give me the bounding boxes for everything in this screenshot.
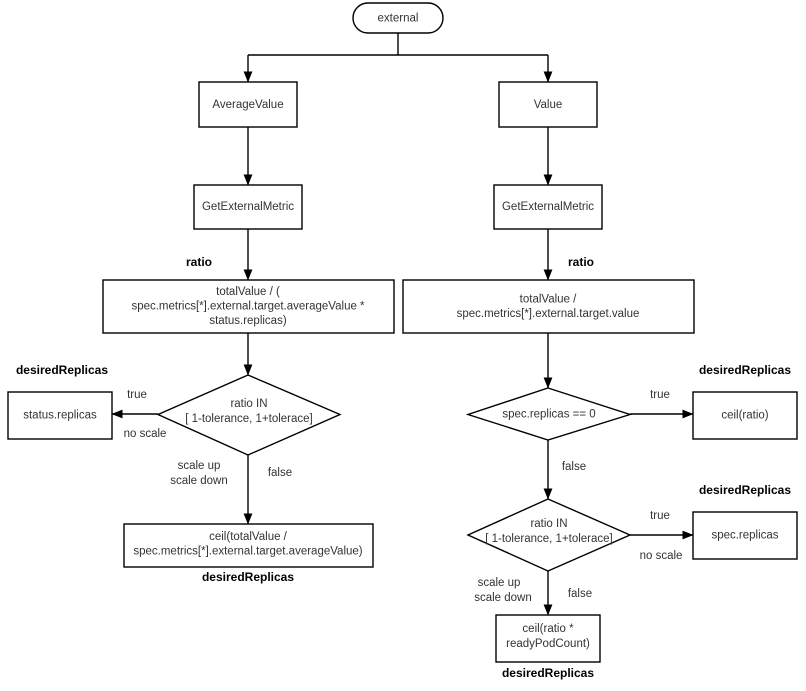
edge-label-false-zero: false bbox=[562, 461, 586, 473]
node-result-status-replicas-label: status.replicas bbox=[23, 410, 97, 422]
node-decision-ratio-in-right-line2: [ 1-tolerance, 1+tolerace] bbox=[485, 533, 613, 545]
node-decision-spec-replicas-zero[interactable] bbox=[465, 387, 633, 441]
annotation-desired-replicas-4: desiredReplicas bbox=[699, 483, 791, 497]
node-result-spec-replicas-label: spec.replicas bbox=[711, 530, 778, 542]
node-external[interactable] bbox=[352, 2, 444, 34]
node-value-label: Value bbox=[534, 99, 563, 111]
node-average-value[interactable] bbox=[198, 81, 298, 128]
node-value[interactable] bbox=[498, 81, 598, 128]
edge-label-false-right: false bbox=[568, 588, 592, 600]
node-decision-spec-replicas-zero-label: spec.replicas == 0 bbox=[502, 409, 595, 421]
node-formula-left-line2: spec.metrics[*].external.target.averageV… bbox=[131, 301, 365, 313]
edge-label-scale-down-right: scale down bbox=[474, 592, 532, 604]
edge-label-scale-up-right: scale up bbox=[478, 577, 521, 589]
node-average-value-label: AverageValue bbox=[212, 99, 283, 111]
annotation-desired-replicas-5: desiredReplicas bbox=[502, 666, 594, 680]
edge-label-scale-down-left: scale down bbox=[170, 475, 228, 487]
node-formula-right[interactable] bbox=[402, 279, 695, 334]
annotation-desired-replicas-1: desiredReplicas bbox=[16, 363, 108, 377]
edge-label-ratio-right: ratio bbox=[568, 255, 594, 269]
edge-label-true-zero: true bbox=[650, 389, 670, 401]
node-result-ceil-ratio-ready[interactable] bbox=[495, 614, 601, 663]
node-formula-right-line1: totalValue / bbox=[520, 294, 577, 306]
annotation-desired-replicas-2: desiredReplicas bbox=[699, 363, 791, 377]
edge-label-true-right: true bbox=[650, 510, 670, 522]
node-external-label: external bbox=[378, 13, 419, 25]
node-result-ceil-ratio[interactable] bbox=[692, 391, 798, 440]
annotation-desired-replicas-3: desiredReplicas bbox=[202, 570, 294, 584]
node-decision-ratio-in-left[interactable] bbox=[156, 374, 342, 456]
node-decision-ratio-in-right-line1: ratio IN bbox=[530, 518, 567, 530]
edge-label-no-scale-right: no scale bbox=[640, 550, 683, 562]
node-result-ceil-ratio-label: ceil(ratio) bbox=[721, 410, 768, 422]
node-formula-right-line2: spec.metrics[*].external.target.value bbox=[457, 308, 640, 320]
node-decision-ratio-in-left-line2: [ 1-tolerance, 1+tolerace] bbox=[185, 413, 313, 425]
node-result-ceil-ratio-ready-line1: ceil(ratio * bbox=[522, 623, 574, 635]
node-decision-ratio-in-right[interactable] bbox=[466, 498, 632, 572]
node-result-ceil-total-left[interactable] bbox=[123, 523, 374, 568]
edge-label-no-scale-left: no scale bbox=[124, 428, 167, 440]
node-result-ceil-total-left-line1: ceil(totalValue / bbox=[209, 531, 288, 543]
node-get-external-metric-right-label: GetExternalMetric bbox=[502, 201, 594, 213]
node-result-ceil-ratio-ready-line2: readyPodCount) bbox=[506, 638, 590, 650]
edge-label-false-left: false bbox=[268, 467, 292, 479]
node-result-status-replicas[interactable] bbox=[7, 391, 113, 440]
edge-label-true-left: true bbox=[127, 389, 147, 401]
node-result-ceil-total-left-line2: spec.metrics[*].external.target.averageV… bbox=[133, 546, 362, 558]
node-get-external-metric-left-label: GetExternalMetric bbox=[202, 201, 294, 213]
node-formula-left[interactable] bbox=[102, 279, 395, 334]
node-get-external-metric-left[interactable] bbox=[193, 184, 303, 230]
edge-label-scale-up-left: scale up bbox=[178, 460, 221, 472]
node-get-external-metric-right[interactable] bbox=[493, 184, 603, 230]
node-formula-left-line3: status.replicas) bbox=[209, 315, 287, 327]
node-formula-left-line1: totalValue / ( bbox=[216, 286, 280, 298]
node-decision-ratio-in-left-line1: ratio IN bbox=[230, 398, 267, 410]
node-result-spec-replicas[interactable] bbox=[692, 511, 798, 560]
edge-label-ratio-left: ratio bbox=[186, 255, 212, 269]
